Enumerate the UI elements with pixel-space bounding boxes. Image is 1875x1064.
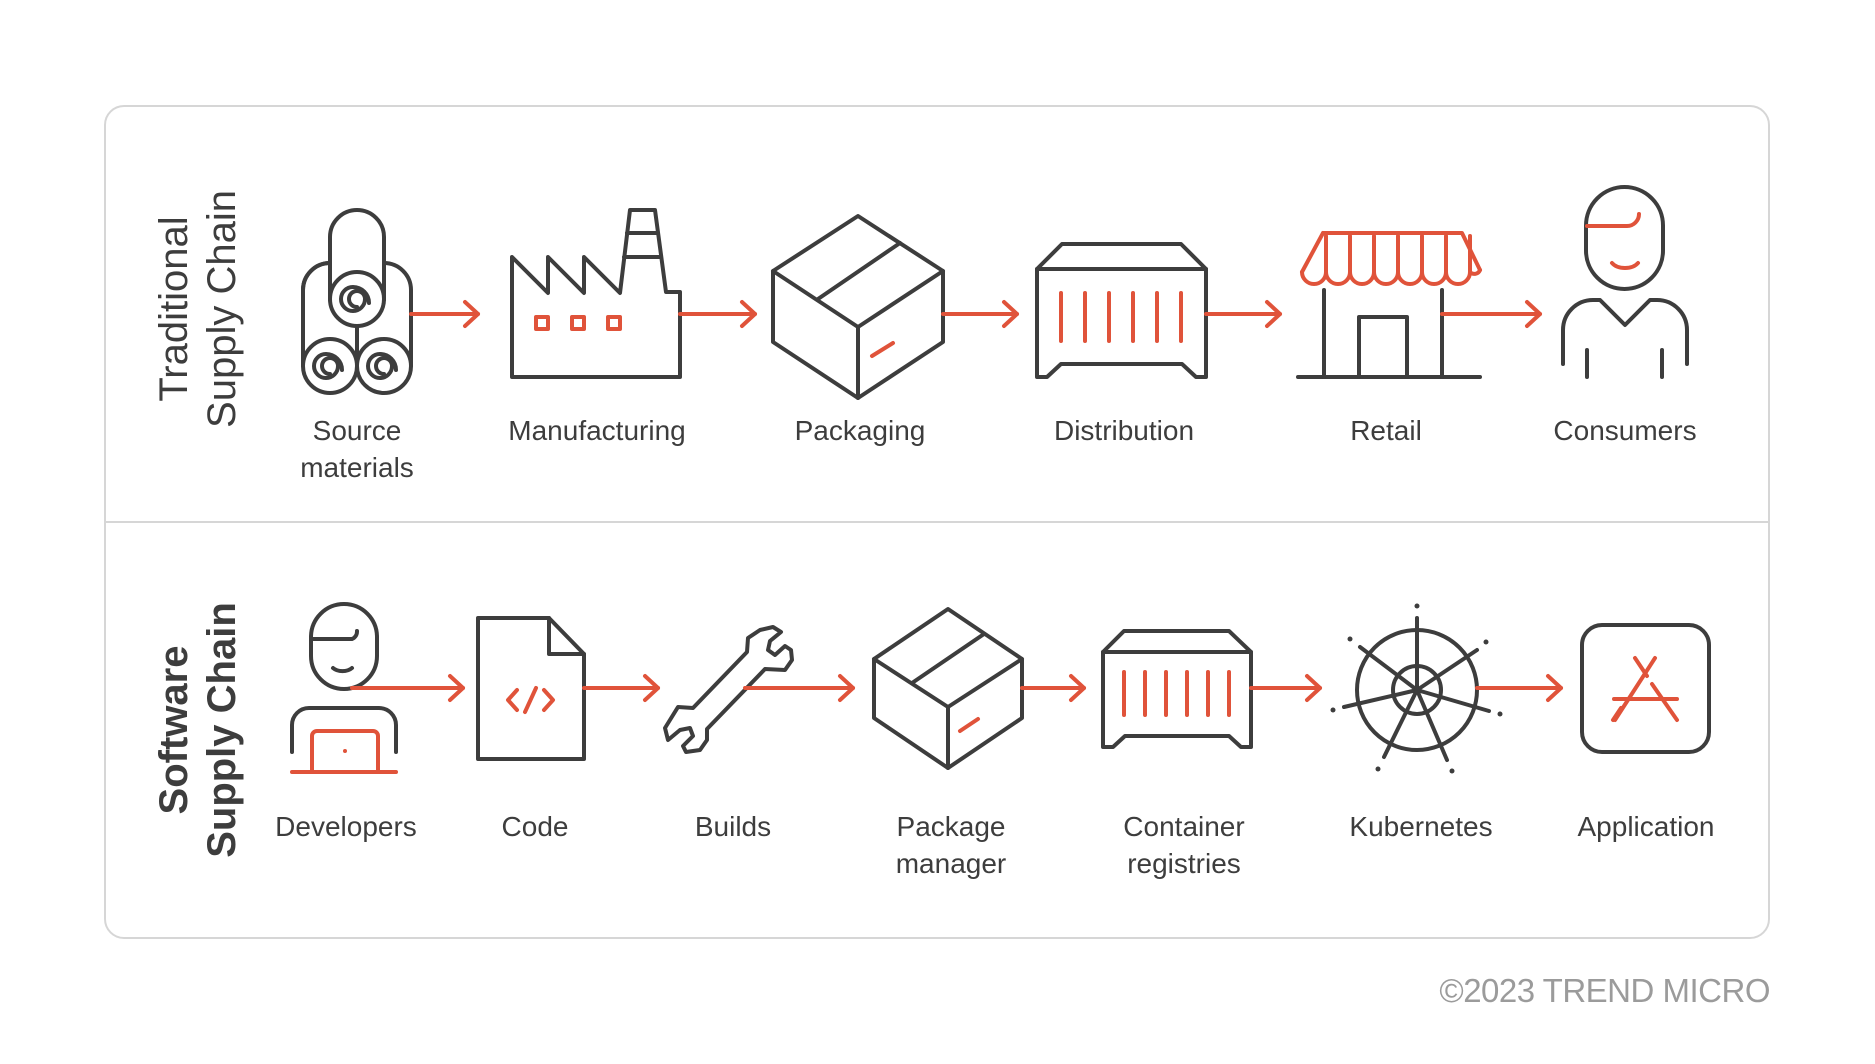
label-text: Builds: [694, 811, 772, 842]
row-divider: [104, 521, 1770, 523]
stage-label-source-materials: Source materials: [237, 412, 477, 486]
label-text: Container registries: [1123, 811, 1245, 879]
label-text: Source materials: [300, 415, 414, 483]
package-box-icon: [771, 214, 945, 400]
label-text: Retail: [1350, 415, 1422, 446]
label-text: Packaging: [794, 415, 926, 446]
developer-laptop-icon: [290, 602, 398, 774]
stage-label-developers: Developers: [226, 808, 466, 845]
label-text: Kubernetes: [1349, 811, 1493, 842]
raw-materials-rolls-icon: [301, 208, 413, 395]
flow-arrow: [1475, 674, 1563, 702]
stage-label-distribution: Distribution: [1004, 412, 1244, 449]
shipping-container-icon: [1101, 629, 1253, 749]
stage-label-builds: Builds: [613, 808, 853, 845]
stage-label-kubernetes: Kubernetes: [1301, 808, 1541, 845]
flow-arrow: [743, 674, 855, 702]
person-icon: [1561, 185, 1689, 379]
storefront-icon: [1296, 231, 1482, 379]
stage-label-package-manager: Package manager: [831, 808, 1071, 882]
label-text: Consumers: [1553, 415, 1697, 446]
label-text: Distribution: [1053, 415, 1195, 446]
stage-label-code: Code: [415, 808, 655, 845]
package-box-icon: [872, 607, 1024, 770]
flow-arrow: [409, 300, 480, 328]
code-file-icon: [476, 616, 586, 761]
flow-arrow: [350, 674, 465, 702]
flow-arrow: [582, 674, 660, 702]
label-text: Code: [501, 811, 569, 842]
flow-arrow: [1440, 300, 1542, 328]
stage-label-application: Application: [1526, 808, 1766, 845]
stage-label-container-registries: Container registries: [1064, 808, 1304, 882]
flow-arrow: [1204, 300, 1282, 328]
app-store-icon: [1580, 623, 1711, 754]
wrench-icon: [663, 625, 794, 754]
stage-label-retail: Retail: [1266, 412, 1506, 449]
label-text: Application: [1577, 811, 1715, 842]
flow-arrow: [941, 300, 1019, 328]
label-text: Manufacturing: [508, 415, 686, 446]
stage-label-consumers: Consumers: [1505, 412, 1745, 449]
label-text: Package manager: [895, 811, 1007, 879]
label-text: Developers: [275, 811, 417, 842]
shipping-container-icon: [1035, 242, 1208, 379]
flow-arrow: [678, 300, 757, 328]
copyright-notice: ©2023 TREND MICRO: [1439, 972, 1770, 1009]
flow-arrow: [1020, 674, 1086, 702]
stage-label-manufacturing: Manufacturing: [477, 412, 717, 449]
factory-icon: [510, 208, 682, 379]
flow-arrow: [1249, 674, 1322, 702]
stage-label-packaging: Packaging: [740, 412, 980, 449]
